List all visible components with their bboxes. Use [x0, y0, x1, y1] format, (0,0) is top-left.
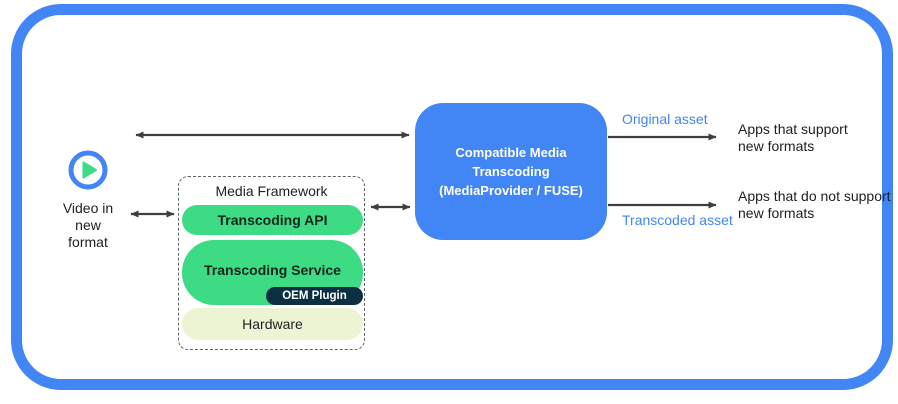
hardware-pill: Hardware [182, 308, 363, 340]
transcoded-asset-label: Transcoded asset [622, 212, 733, 228]
transcoding-box-title: Compatible Media Transcoding [455, 145, 567, 179]
apps-no-support-label: Apps that do not support new formats [738, 188, 891, 221]
original-asset-label: Original asset [622, 111, 708, 127]
diagram-outer-frame [11, 4, 893, 390]
video-source-label: Video in new format [62, 200, 114, 250]
compatible-media-transcoding-box: Compatible Media Transcoding (MediaProvi… [415, 103, 607, 240]
play-icon [68, 150, 108, 190]
transcoding-api-pill: Transcoding API [182, 205, 363, 235]
transcoding-box-subtitle: (MediaProvider / FUSE) [439, 183, 583, 198]
oem-plugin-pill: OEM Plugin [266, 287, 363, 305]
apps-support-label: Apps that support new formats [738, 121, 848, 154]
media-framework-title: Media Framework [215, 183, 328, 199]
